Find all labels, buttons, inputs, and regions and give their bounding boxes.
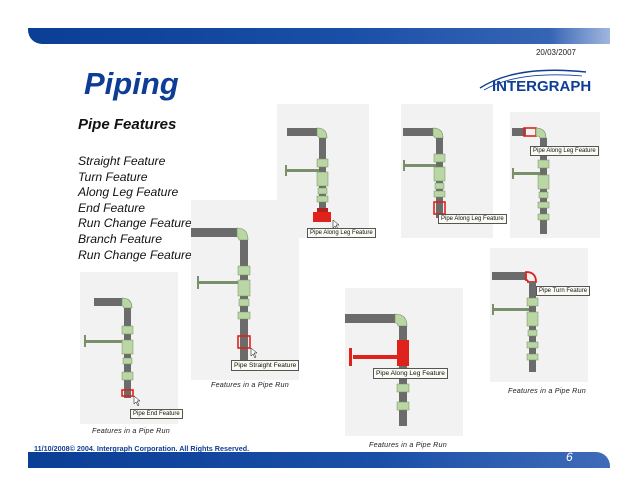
feature-item: Run Change Feature <box>78 216 192 231</box>
feature-tooltip: Pipe Along Leg Feature <box>530 146 599 156</box>
feature-tooltip: Pipe Along Leg Feature <box>438 214 507 224</box>
slide-subtitle: Pipe Features <box>78 116 177 133</box>
header-band <box>28 28 610 44</box>
slide-title: Piping <box>84 66 179 101</box>
page-number: 6 <box>566 450 573 464</box>
intergraph-logo: INTERGRAPH <box>479 69 591 95</box>
feature-list: Straight Feature Turn Feature Along Leg … <box>78 154 192 263</box>
footer-band <box>28 452 610 468</box>
pipe-figure <box>345 313 410 426</box>
feature-item: Straight Feature <box>78 154 166 168</box>
cursor-icon <box>133 395 141 407</box>
feature-tooltip: Pipe End Feature <box>130 409 183 419</box>
feature-tooltip: Pipe Turn Feature <box>536 286 591 296</box>
pipe-figure <box>403 127 446 218</box>
figure-caption: Features in a Pipe Run <box>211 380 289 389</box>
logo-text: INTERGRAPH <box>492 78 591 95</box>
feature-item: End Feature <box>78 200 146 215</box>
feature-tooltip: Pipe Along Leg Feature <box>373 368 448 379</box>
feature-item: Branch Feature <box>78 231 163 246</box>
pipe-figure <box>84 297 141 407</box>
figure-caption: Features in a Pipe Run <box>369 440 447 449</box>
slide-date: 20/03/2007 <box>535 48 576 57</box>
pipe-figure <box>512 127 550 234</box>
figure-panel <box>490 248 588 382</box>
copyright-text: 11/10/2008© 2004. Intergraph Corporation… <box>34 444 250 453</box>
feature-item: Run Change Feature <box>78 247 192 262</box>
feature-item: Turn Feature <box>78 169 148 184</box>
figure-caption: Features in a Pipe Run <box>508 386 586 395</box>
feature-item: Along Leg Feature <box>78 185 179 200</box>
pipe-figure <box>191 227 258 360</box>
feature-tooltip: Pipe Straight Feature <box>231 360 300 371</box>
pipe-figure <box>492 271 539 372</box>
cursor-icon <box>250 347 258 359</box>
feature-tooltip: Pipe Along Leg Feature <box>307 228 376 238</box>
pipe-figure <box>285 127 340 231</box>
figure-caption: Features in a Pipe Run <box>92 426 170 435</box>
